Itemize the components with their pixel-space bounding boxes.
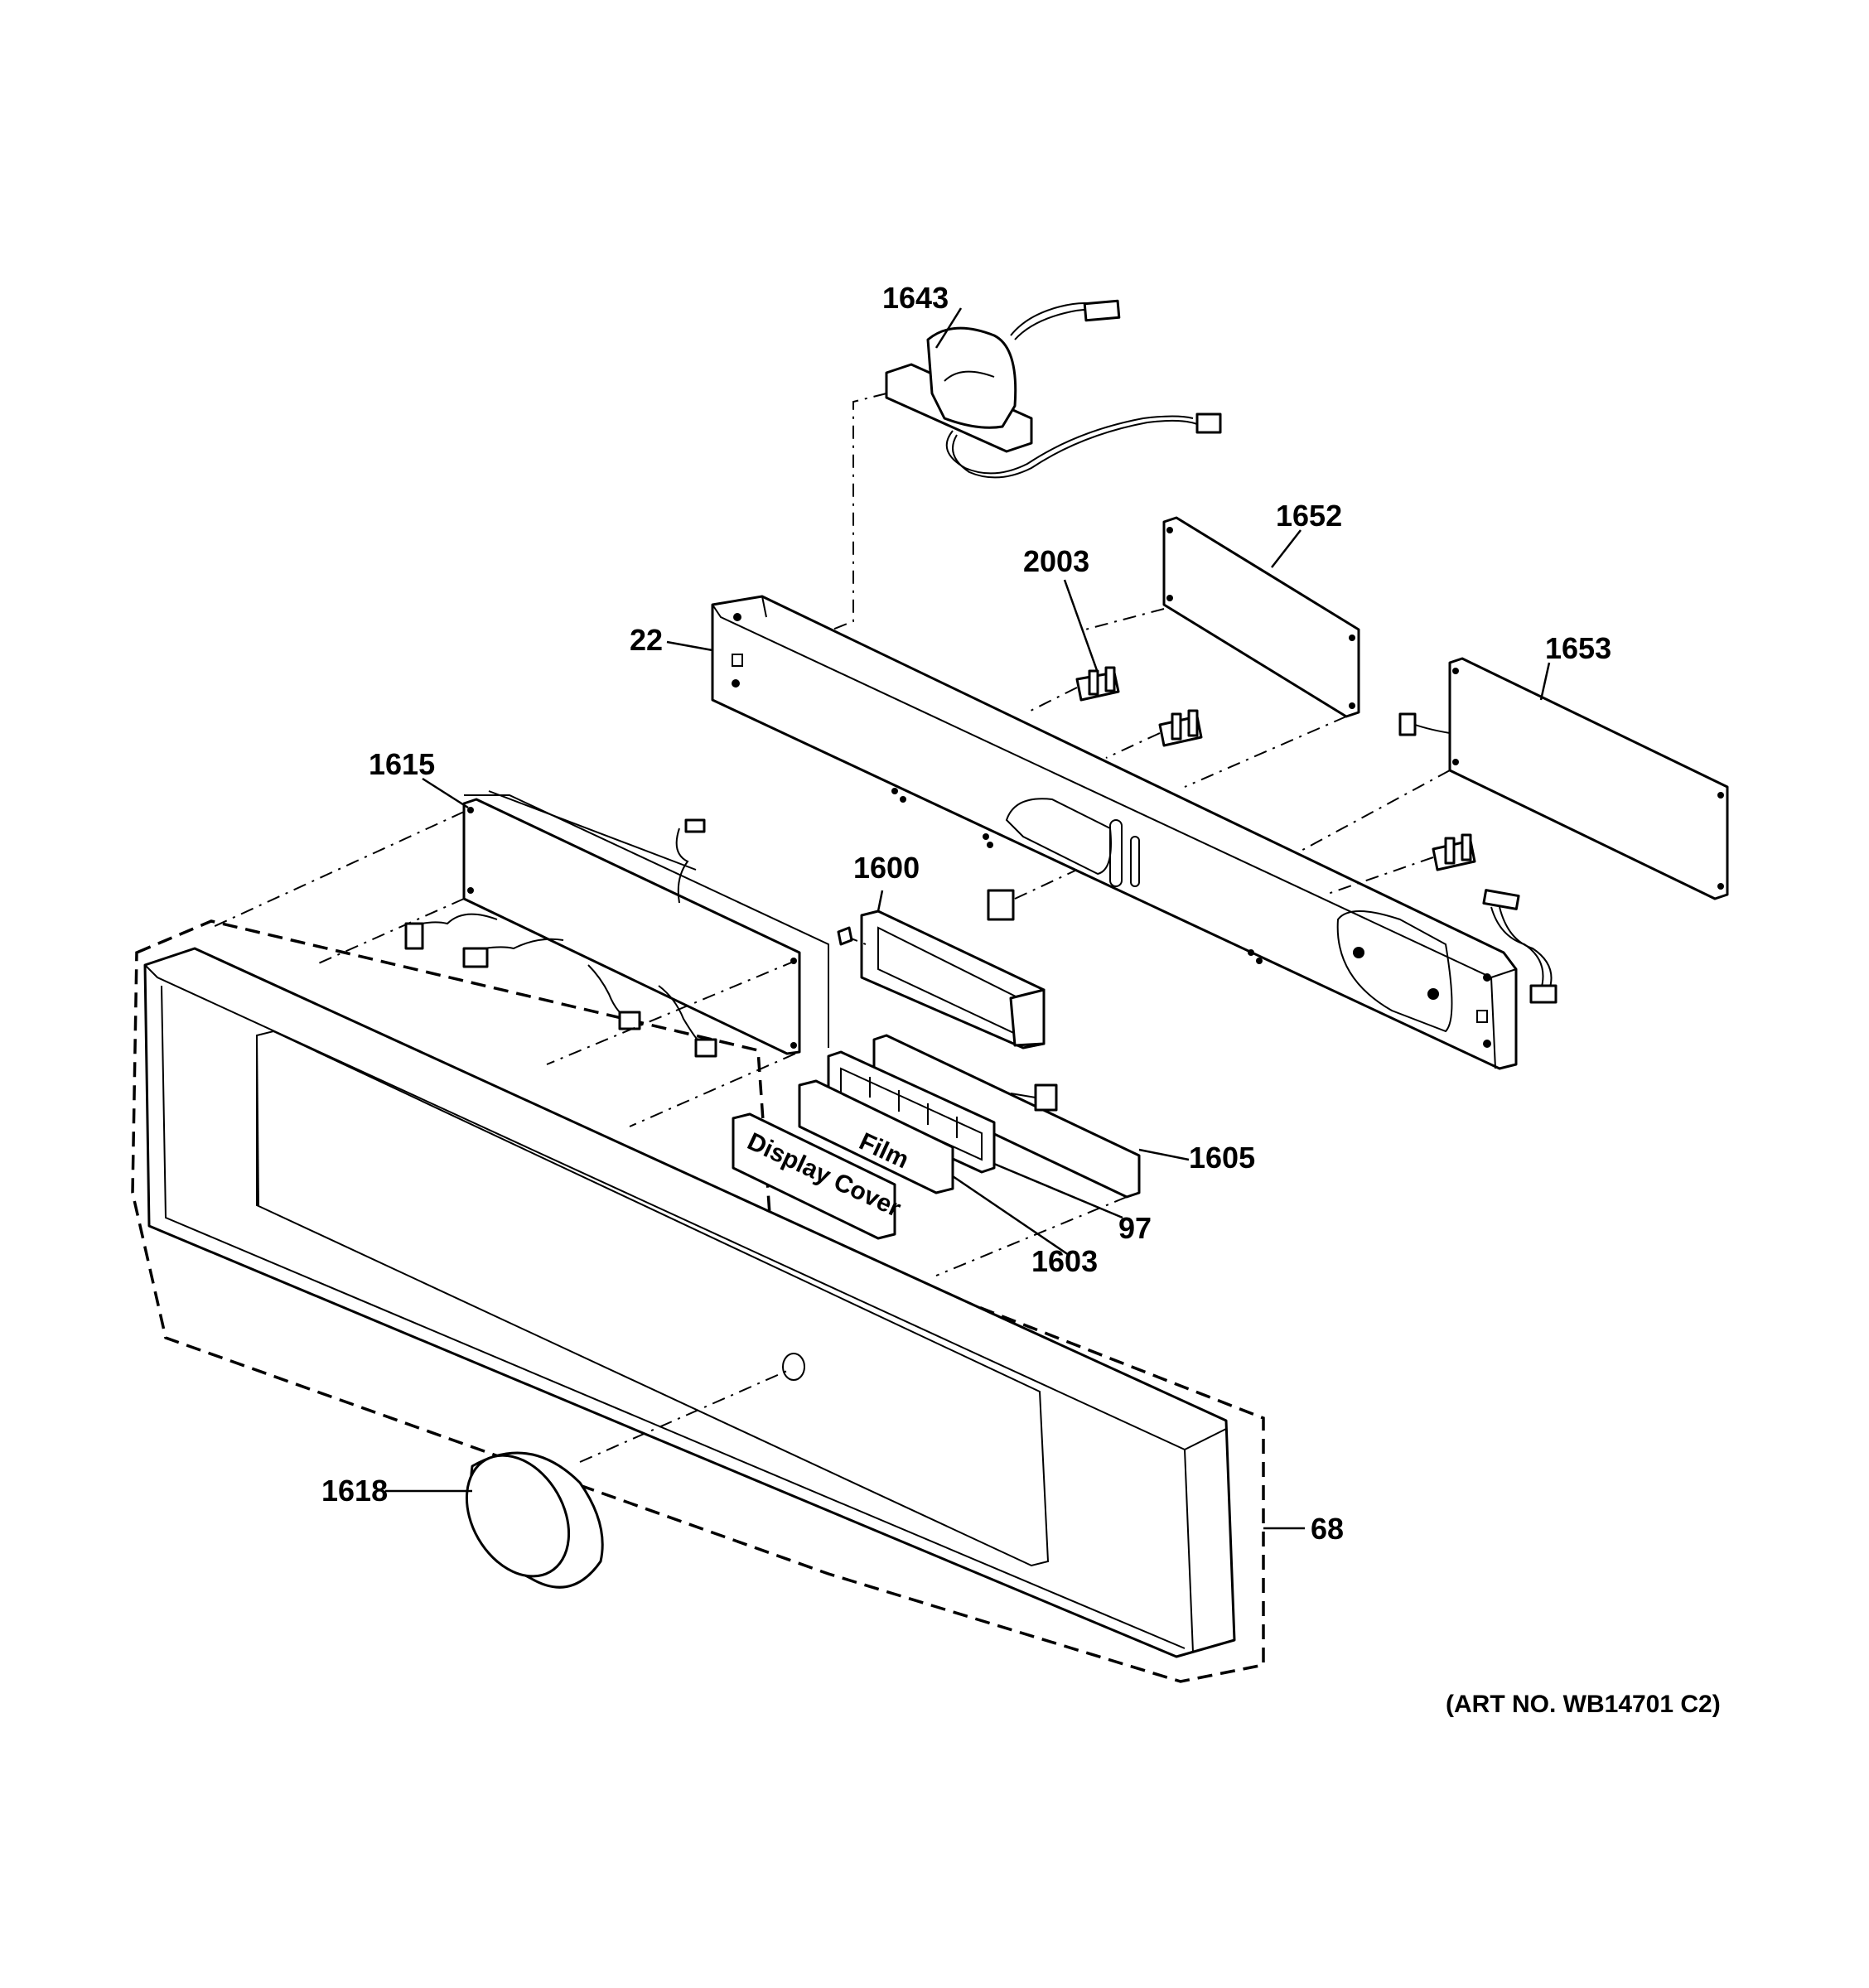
- callout-1600: 1600: [853, 851, 920, 885]
- wire-harness-right: [1482, 889, 1558, 1004]
- callout-1615: 1615: [369, 747, 435, 781]
- control-panel-front: [143, 947, 1236, 1658]
- connector-3: [1325, 833, 1476, 895]
- callout-68: 68: [1311, 1512, 1344, 1546]
- display-module-1600: [837, 910, 1046, 1049]
- connector-2003: [1026, 666, 1120, 713]
- transformer-1643: [885, 299, 1222, 479]
- chassis-bracket-22: [711, 595, 1518, 1070]
- callout-1643: 1643: [882, 281, 949, 315]
- callout-1605: 1605: [1189, 1141, 1255, 1175]
- callout-1653: 1653: [1545, 631, 1611, 665]
- callout-2003: 2003: [1023, 544, 1089, 578]
- board-1652: [1162, 516, 1360, 718]
- knob: [465, 1370, 788, 1589]
- callout-1618: 1618: [321, 1474, 388, 1508]
- art-number: (ART NO. WB14701 C2): [1446, 1691, 1721, 1718]
- connector-2: [1105, 709, 1203, 759]
- callout-22: 22: [630, 623, 663, 657]
- callout-1603: 1603: [1031, 1244, 1098, 1278]
- small-block: [987, 889, 1015, 921]
- assembly-68-outline: [131, 919, 1265, 1683]
- callout-97: 97: [1118, 1211, 1152, 1245]
- callout-1652: 1652: [1276, 499, 1342, 533]
